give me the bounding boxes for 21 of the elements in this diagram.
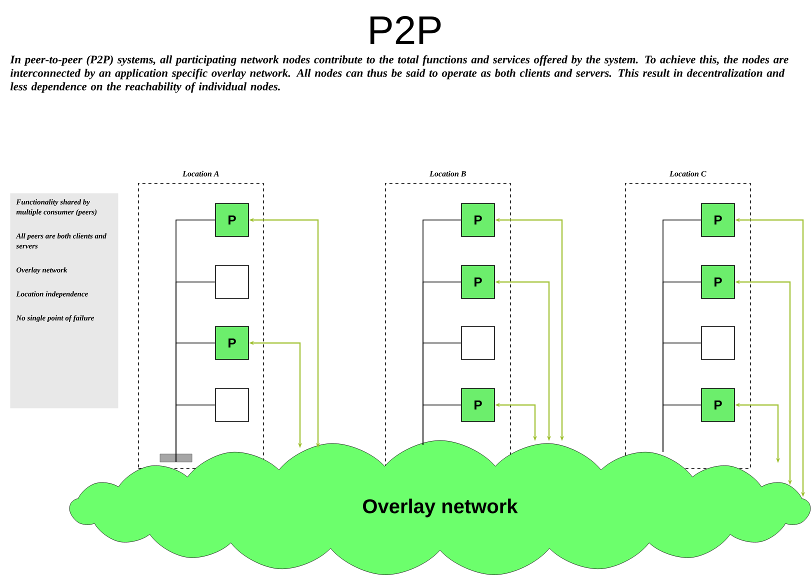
cloud: Overlay network xyxy=(69,440,811,575)
peer-box: P xyxy=(461,265,495,299)
empty-box xyxy=(461,326,495,360)
connector-line xyxy=(422,404,462,446)
title: P2P xyxy=(370,16,441,44)
peer-box: P xyxy=(701,203,735,237)
connector-line xyxy=(662,404,702,452)
peer-box: P xyxy=(215,326,249,360)
empty-box xyxy=(215,388,249,422)
node-label: Location C xyxy=(670,170,706,176)
peer-box: P xyxy=(461,388,495,422)
peer-box: P xyxy=(215,203,249,237)
peer-box: P xyxy=(701,388,735,422)
node-label: Location B xyxy=(430,170,466,176)
node-label: Location A xyxy=(182,170,219,176)
peer-box: P xyxy=(461,203,495,237)
peer-box: P xyxy=(701,265,735,299)
empty-box xyxy=(701,326,735,360)
description-text: In peer-to-peer (P2P) systems, all participating network nodes contribute to the total functions and services offered by the system. To achieve this, the nodes are interconnected by an application specific overlay network. All nodes can thus be said to operate as both clients and servers. This result in decentralization and less dependence on the reachability of individual nodes. xyxy=(10,55,788,93)
empty-box xyxy=(215,265,249,299)
connector-line xyxy=(176,404,216,462)
